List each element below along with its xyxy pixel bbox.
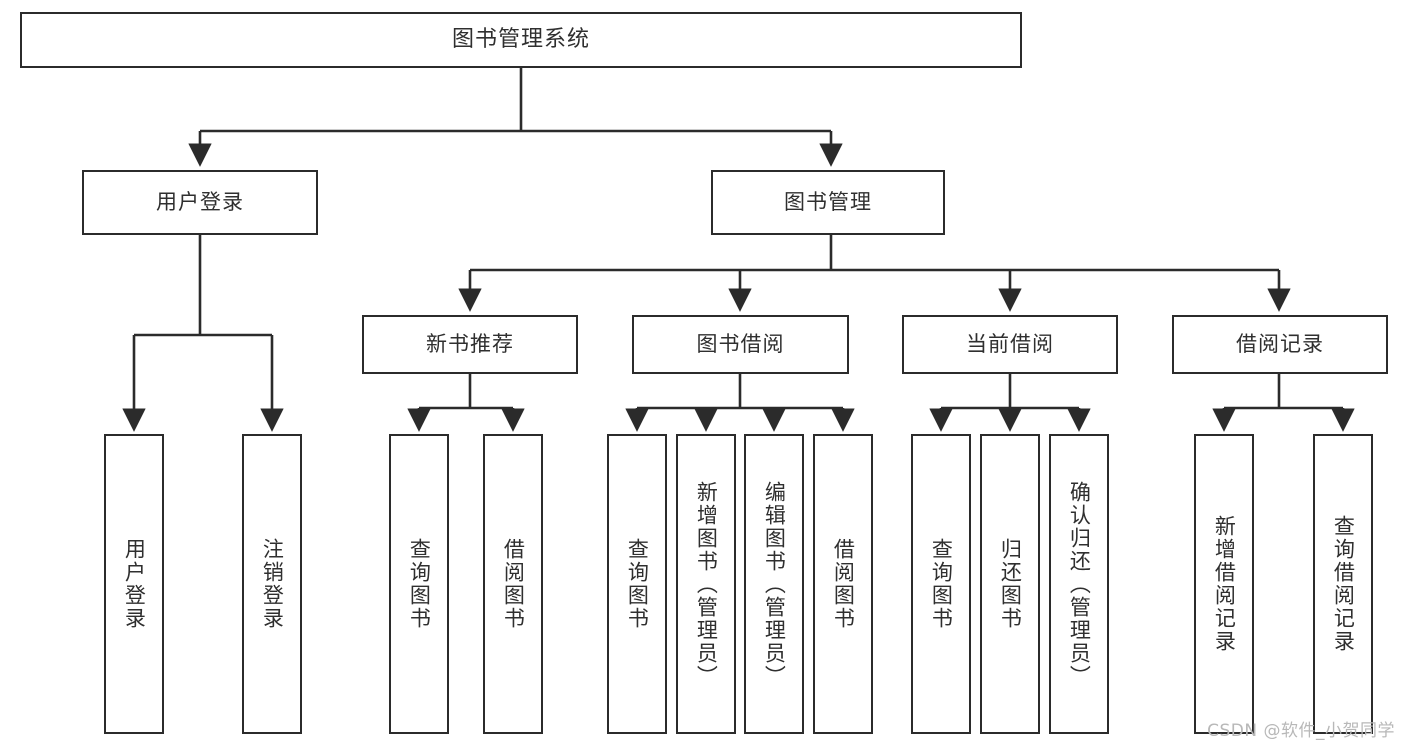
node-leaf-add-book-admin[interactable]: 新增图书（管理员） [676,434,736,734]
node-label: 借阅图书 [501,538,526,630]
node-label: 确认归还（管理员） [1067,480,1092,688]
node-label: 用户登录 [156,189,244,214]
node-label: 新增借阅记录 [1212,515,1237,653]
node-leaf-add-borrow-record[interactable]: 新增借阅记录 [1194,434,1254,734]
node-leaf-query-book-3[interactable]: 查询图书 [911,434,971,734]
node-label: 新增图书（管理员） [694,480,719,688]
node-label: 新书推荐 [426,331,514,356]
node-label: 当前借阅 [966,331,1054,356]
node-label: 用户登录 [122,538,147,630]
node-label: 查询借阅记录 [1331,515,1356,653]
node-leaf-edit-book-admin[interactable]: 编辑图书（管理员） [744,434,804,734]
watermark-csdn: CSDN @软件_小贺同学 [1207,721,1395,741]
node-leaf-query-borrow-record[interactable]: 查询借阅记录 [1313,434,1373,734]
node-label: 查询图书 [407,538,432,630]
node-current-borrow[interactable]: 当前借阅 [902,315,1118,374]
node-leaf-borrow-book-1[interactable]: 借阅图书 [483,434,543,734]
node-leaf-confirm-return-admin[interactable]: 确认归还（管理员） [1049,434,1109,734]
node-book-borrow[interactable]: 图书借阅 [632,315,849,374]
node-book-management-system[interactable]: 图书管理系统 [20,12,1022,68]
node-leaf-borrow-book-2[interactable]: 借阅图书 [813,434,873,734]
node-borrow-record[interactable]: 借阅记录 [1172,315,1388,374]
node-book-manage[interactable]: 图书管理 [711,170,945,235]
node-new-book-recommend[interactable]: 新书推荐 [362,315,578,374]
node-leaf-query-book-2[interactable]: 查询图书 [607,434,667,734]
node-label: 查询图书 [625,538,650,630]
node-leaf-logout-login[interactable]: 注销登录 [242,434,302,734]
node-label: 图书管理 [784,189,872,214]
node-label: 查询图书 [929,538,954,630]
node-user-login[interactable]: 用户登录 [82,170,318,235]
node-leaf-return-book[interactable]: 归还图书 [980,434,1040,734]
node-label: 归还图书 [998,538,1023,630]
node-label: 图书借阅 [696,331,785,356]
node-leaf-user-login[interactable]: 用户登录 [104,434,164,734]
node-label: 编辑图书（管理员） [762,480,787,688]
node-label: 借阅图书 [831,538,856,630]
node-label: 图书管理系统 [451,26,590,52]
node-label: 注销登录 [260,538,285,630]
node-leaf-query-book-1[interactable]: 查询图书 [389,434,449,734]
node-label: 借阅记录 [1236,331,1324,356]
